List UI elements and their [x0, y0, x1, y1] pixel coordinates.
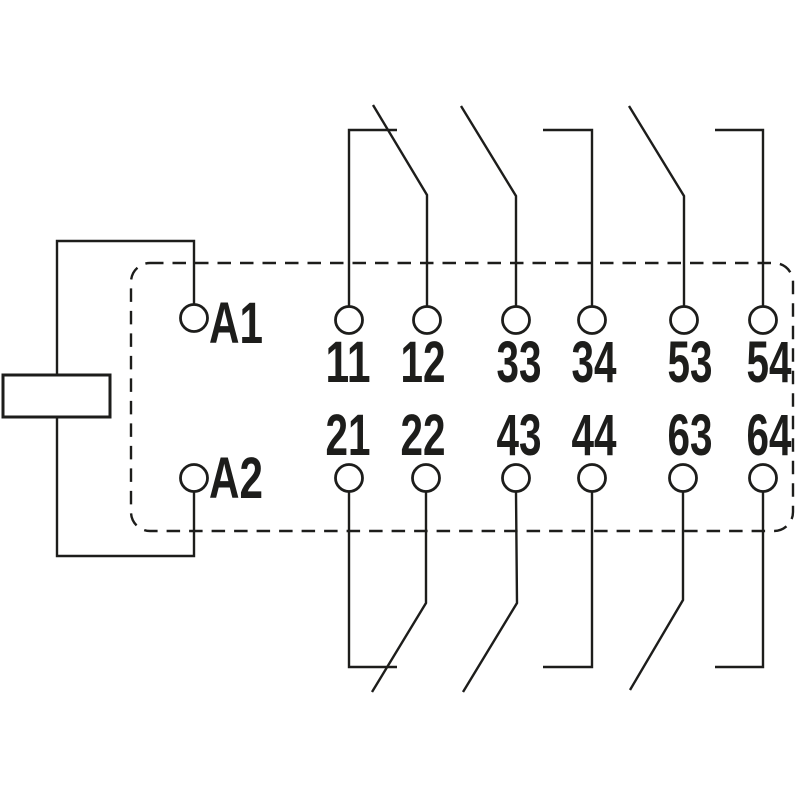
terminal-label-54: 54: [747, 330, 792, 395]
terminal-label-63: 63: [668, 403, 713, 468]
terminal-circle-54: [748, 305, 778, 335]
terminal-circle-44: [577, 463, 607, 493]
contact-moving-contact-wire-33: [459, 105, 518, 306]
contact-moving-contact-wire-63: [628, 492, 685, 691]
terminal-circle-21: [334, 463, 364, 493]
contact-moving-contact-wire-22: [370, 492, 428, 693]
terminal-circle-12: [412, 305, 442, 335]
coil-symbol: [1, 373, 112, 419]
contact-fixed-contact-wire-34: [543, 128, 594, 306]
terminal-circle-43: [501, 463, 531, 493]
terminal-label-43: 43: [497, 403, 542, 468]
coil-wire-a1: [55, 239, 196, 375]
contact-fixed-contact-wire-21: [347, 492, 397, 669]
terminal-label-33: 33: [497, 330, 542, 395]
coil-terminal-label-A2: A2: [209, 446, 263, 511]
contact-fixed-contact-wire-54: [715, 128, 765, 306]
terminal-circle-34: [577, 305, 607, 335]
terminal-circle-33: [501, 305, 531, 335]
coil-terminal-circle-A1: [179, 303, 209, 333]
terminal-circle-63: [668, 463, 698, 493]
terminal-label-64: 64: [747, 403, 792, 468]
relay-body-outline: [129, 261, 795, 533]
terminal-label-53: 53: [668, 330, 713, 395]
coil-terminal-circle-A2: [179, 463, 209, 493]
contact-fixed-contact-wire-64: [715, 492, 765, 669]
terminal-label-12: 12: [401, 330, 446, 395]
terminal-circle-64: [748, 463, 778, 493]
coil-wire-a2: [55, 417, 196, 558]
terminal-label-44: 44: [572, 403, 617, 468]
coil-terminal-label-A1: A1: [209, 291, 263, 356]
contact-moving-contact-wire-43: [461, 491, 519, 693]
terminal-circle-53: [669, 305, 699, 335]
terminal-label-22: 22: [401, 403, 446, 468]
terminal-circle-22: [411, 463, 441, 493]
contact-moving-contact-wire-12: [371, 104, 429, 306]
terminal-label-21: 21: [326, 403, 371, 468]
terminal-circle-11: [334, 305, 364, 335]
terminal-label-34: 34: [572, 330, 617, 395]
contact-moving-contact-wire-53: [627, 105, 686, 306]
terminal-label-11: 11: [326, 330, 371, 395]
contact-fixed-contact-wire-11: [347, 128, 397, 306]
contact-fixed-contact-wire-44: [543, 492, 594, 669]
